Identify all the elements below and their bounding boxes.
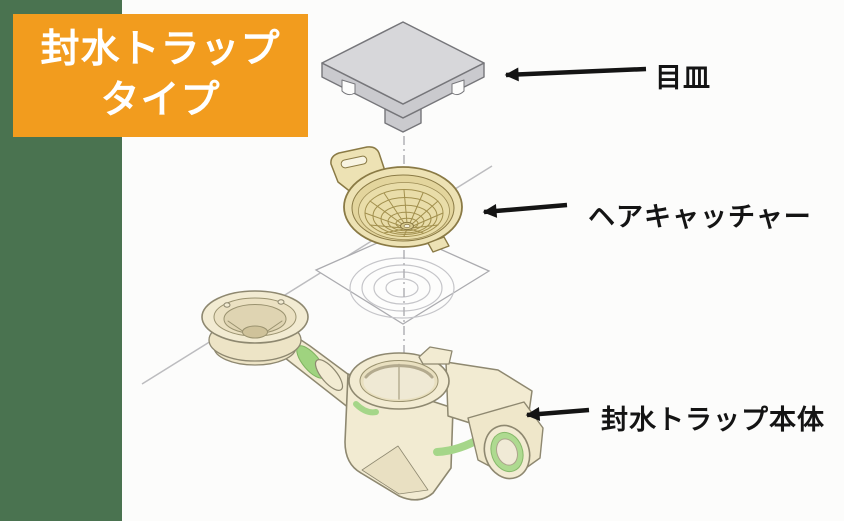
trap-body-illustration [201,290,544,501]
grate-plate-illustration [321,21,485,133]
title-box: 封水トラップ タイプ [13,14,308,137]
hair-catcher-illustration [330,146,463,253]
title-line-1: 封水トラップ [40,27,281,71]
hair-catcher-mesh [364,189,444,237]
hair-catcher-label: ヘアキャッチャー [588,202,812,232]
outlet-pipe-opening [483,424,531,480]
trap-body-label: 封水トラップ本体 [601,405,825,435]
grate-plate-label: 目皿 [655,63,711,93]
title-line-2: タイプ [100,78,221,122]
arrow-to-trap-body [525,407,590,421]
arrow-to-hair-catcher [482,202,568,218]
arrow-to-grate-plate [504,66,647,82]
floor-drain-opening-illustration [314,231,491,325]
